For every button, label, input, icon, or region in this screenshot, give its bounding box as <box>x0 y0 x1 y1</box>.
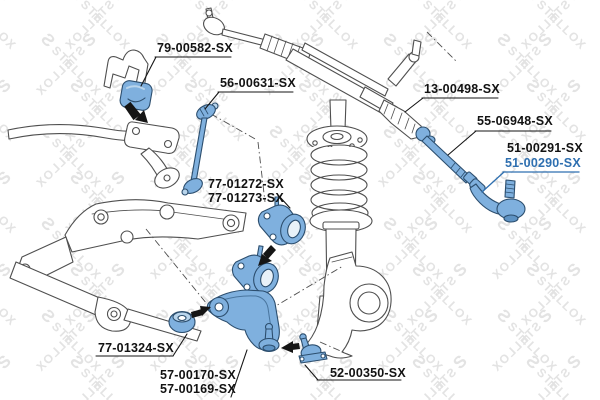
watermark-text: ƧSTELLOX <box>258 397 328 400</box>
watermark-text: ƧSTELLOX <box>493 397 563 400</box>
part-label-inner-tie-rod: 55-06948-SX <box>477 114 553 128</box>
watermark-text: ƧSTELLOX <box>486 397 556 400</box>
part-label-clamp-b: 77-01273-SX <box>208 191 284 205</box>
watermark-text: ƧSTELLOX <box>0 0 22 53</box>
sway-bar-drawing <box>7 121 180 189</box>
part-label-rack-boot: 13-00498-SX <box>424 82 500 96</box>
part-tie-rod-end <box>469 178 526 223</box>
part-label-control-arm-b: 57-00169-SX <box>160 382 236 396</box>
part-clamp-lower <box>231 245 279 296</box>
part-label-ball-joint: 52-00350-SX <box>330 366 406 380</box>
part-label-stab-link: 56-00631-SX <box>220 76 296 90</box>
watermark-text: ƧSTELLOX <box>372 397 442 400</box>
part-stabilizer-link <box>181 102 219 196</box>
assembly-axis-lines <box>145 31 457 357</box>
part-label-arm-bushing: 77-01324-SX <box>98 341 174 355</box>
part-link-tie-rod-end[interactable]: 51-00290-SX <box>505 156 581 170</box>
part-ball-joint <box>298 333 328 364</box>
watermark-text: ƧSTELLOX <box>30 397 100 400</box>
label-leader-lines <box>95 56 552 398</box>
install-arrow-bushing-right <box>191 306 211 318</box>
watermark-text: ƧSTELLOX <box>265 397 335 400</box>
link-leader-line <box>481 171 580 193</box>
part-inner-tie-rod <box>415 126 478 186</box>
part-clamp-upper <box>257 196 306 246</box>
part-label-tie-rod-end-alt: 51-00291-SX <box>507 141 583 155</box>
steering-knuckle-drawing <box>302 251 392 359</box>
steering-rack-drawing <box>203 7 425 140</box>
watermark-text: ƧSTELLOX <box>151 397 221 400</box>
watermark-text: ƧSTELLOX <box>379 397 449 400</box>
part-control-arm <box>206 289 280 353</box>
install-arrow-clamp-down <box>258 245 276 266</box>
part-label-control-arm-a: 57-00170-SX <box>160 368 236 382</box>
watermark-text: ƧSTELLOX <box>144 397 214 400</box>
part-label-stab-bushing: 79-00582-SX <box>157 41 233 55</box>
install-arrow-bushing-down <box>124 101 148 123</box>
install-arrow-balljoint-left <box>281 341 300 353</box>
watermark-text: ƧSTELLOX <box>37 397 107 400</box>
part-stabilizer-bushing <box>119 80 153 111</box>
install-arrows <box>124 101 300 353</box>
part-arm-bushing <box>168 310 196 334</box>
part-label-clamp-a: 77-01272-SX <box>208 177 284 191</box>
